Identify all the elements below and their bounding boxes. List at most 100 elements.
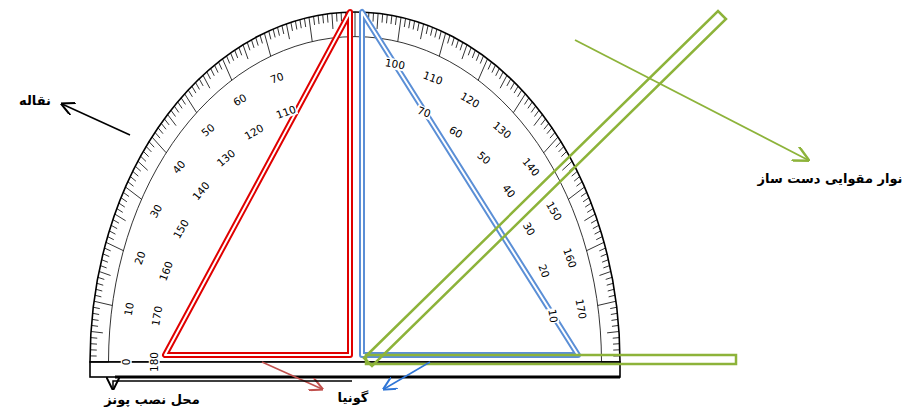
tick-mark (223, 59, 232, 80)
cardboard-strip-base (366, 355, 736, 364)
tick-mark (215, 65, 219, 72)
tick-mark (591, 220, 597, 224)
tick-mark (476, 53, 479, 61)
tick-mark (282, 26, 284, 34)
tick-mark (93, 307, 100, 308)
tick-mark (149, 142, 154, 148)
tick-mark (94, 301, 112, 305)
tick-mark (518, 90, 522, 97)
tick-mark (155, 132, 160, 138)
tick-mark (121, 198, 127, 202)
scale-number: 110 (421, 69, 445, 86)
scale-number: 130 (491, 119, 515, 141)
tick-mark (431, 27, 433, 35)
scale-number: 0 (121, 358, 132, 367)
tick-mark (341, 12, 342, 21)
tick-mark (602, 260, 608, 263)
tick-mark (141, 156, 146, 161)
tick-mark (336, 13, 337, 22)
tick-mark (390, 15, 392, 24)
tick-mark (355, 12, 356, 37)
tick-mark (117, 209, 123, 213)
tick-mark (91, 331, 103, 332)
scale-number: 50 (198, 121, 217, 139)
tick-mark (174, 106, 179, 112)
scale-number: 100 (383, 57, 407, 71)
tick-mark (332, 13, 333, 29)
tick-mark (610, 307, 617, 308)
tick-mark (231, 53, 234, 61)
tick-mark (90, 362, 109, 363)
protractor-label: نقاله (19, 94, 51, 107)
tick-mark (541, 119, 546, 125)
tick-mark (452, 37, 454, 45)
pin-location-label: محل نصب پونز (104, 393, 200, 406)
tick-mark (130, 177, 136, 182)
tick-mark (211, 68, 215, 75)
tick-mark (304, 18, 305, 27)
tick-mark (377, 13, 378, 29)
tick-mark (421, 24, 424, 39)
tick-mark (185, 94, 197, 113)
leader-arrow (262, 362, 322, 389)
tick-mark (448, 35, 450, 43)
tick-mark (102, 260, 108, 263)
tick-mark (181, 98, 185, 105)
tick-mark (327, 14, 329, 23)
tick-mark (128, 182, 134, 187)
scale-number: 40 (170, 158, 188, 177)
tick-mark (439, 31, 441, 39)
tick-mark (611, 313, 618, 314)
tick-mark (143, 151, 148, 156)
tick-mark (92, 319, 99, 320)
tick-mark (606, 277, 612, 279)
tick-mark (550, 132, 555, 138)
set-square-label: گونیا (338, 391, 369, 404)
tick-mark (108, 237, 114, 240)
tick-mark (601, 362, 620, 363)
tick-mark (97, 283, 103, 285)
tick-mark (207, 72, 211, 79)
protractor-arc (90, 12, 620, 362)
tick-mark (599, 248, 605, 251)
tick-mark (587, 209, 593, 213)
scale-number: 150 (171, 217, 191, 241)
strip-label: نوار مقوایی دست ساز (758, 172, 903, 185)
tick-mark (576, 182, 582, 187)
scale-number: 140 (519, 156, 541, 180)
scale-number: 170 (150, 304, 164, 328)
tick-mark (613, 349, 620, 350)
tick-mark (103, 254, 109, 257)
tick-mark (613, 343, 620, 344)
tick-mark (199, 79, 203, 86)
tick-mark (601, 254, 607, 257)
tick-mark (572, 171, 578, 176)
tick-mark (269, 31, 271, 39)
scale-number: 30 (521, 220, 538, 239)
scale-number: 10 (547, 307, 560, 324)
tick-mark (460, 42, 463, 50)
tick-mark (227, 56, 230, 64)
tick-mark (161, 123, 166, 129)
tick-mark (119, 203, 125, 207)
tick-mark (611, 319, 618, 320)
tick-mark (95, 295, 102, 297)
tick-mark (386, 15, 388, 24)
tick-mark (203, 75, 210, 88)
tick-mark (90, 343, 97, 344)
tick-mark (514, 86, 518, 93)
tick-mark (456, 40, 459, 48)
leader-arrow (575, 40, 808, 160)
scale-number: 170 (574, 298, 588, 322)
tick-mark (492, 65, 496, 72)
tick-mark (559, 147, 564, 152)
scale-number: 120 (242, 122, 266, 142)
tick-mark (90, 349, 97, 350)
tick-mark (247, 42, 250, 50)
tick-mark (91, 325, 98, 327)
tick-mark (607, 283, 613, 285)
scale-number: 40 (500, 182, 518, 201)
tick-mark (510, 82, 514, 89)
tick-mark (561, 151, 566, 156)
